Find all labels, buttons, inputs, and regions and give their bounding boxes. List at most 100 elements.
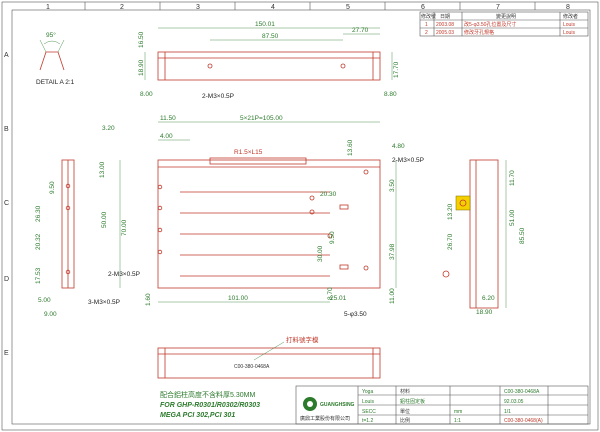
checker: Louis [362, 399, 374, 405]
front-dim-edge: 3.20 [102, 125, 115, 132]
thickness: t=1.2 [362, 418, 373, 424]
rev-header-date: 日期 [440, 14, 450, 20]
detail-label: DETAIL A 2:1 [36, 79, 75, 86]
front-dim-right-mid: 20.30 [320, 191, 337, 198]
top-hole-callout: 2-M3×0.5P [202, 93, 234, 100]
front-dim-left-9: 9.00 [44, 311, 57, 318]
front-dim-right-small: 3.50 [389, 179, 396, 192]
top-dim-height: 18.90 [138, 59, 145, 76]
front-dim-left-8: 5.00 [38, 297, 51, 304]
rev-header-by: 修改者 [563, 13, 578, 20]
approver: SECC [362, 409, 376, 415]
grid-col-4: 4 [271, 4, 275, 11]
rev-row-2-date: 2005.03 [436, 30, 454, 36]
rev-row-2-no: 2 [425, 30, 428, 36]
side-dim-5: 13.20 [447, 203, 454, 220]
front-dim-left-4: 20.32 [35, 233, 42, 250]
unit-label: 單位 [400, 408, 410, 415]
front-view: 11.50 5×21P=105.00 4.00 3.20 4.80 13.60 … [35, 115, 424, 318]
top-dim-overall: 150.01 [255, 21, 275, 28]
rev-header-desc: 變更說明 [496, 13, 516, 20]
rev-row-1-desc: 改5-φ3.50孔位置及尺寸 [464, 21, 516, 28]
scale-value: 1:1 [454, 418, 461, 424]
part-no: C00-380-0468A [504, 389, 540, 395]
unit-value: mm [454, 409, 462, 415]
front-dim-left-5: 17.53 [35, 267, 42, 284]
front-dim-left-3: 26.30 [35, 205, 42, 222]
grid-col-1: 1 [46, 4, 50, 11]
side-dim-1: 11.70 [509, 170, 516, 186]
company-logo-icon [303, 397, 317, 411]
grid-columns: 1 2 3 4 5 6 7 8 [46, 2, 570, 11]
front-dim-inner-2: 30.00 [317, 245, 324, 262]
grid-col-2: 2 [120, 4, 124, 11]
bottom-part-mark: C00-380-0468A [234, 364, 270, 370]
note-line-2: FOR GHP-R0301/R0302/R0303 [160, 402, 260, 409]
grid-row-a: A [4, 52, 9, 59]
front-slot [209, 157, 307, 165]
note-line-1: 配合鋁柱高度不含料厚5.30MM [160, 390, 255, 399]
top-hole-left [207, 63, 213, 69]
front-dim-inner-3: 37.98 [389, 243, 396, 260]
top-view: 150.01 87.50 27.70 18.90 17.70 16.50 8.0… [138, 21, 400, 100]
left-side-view [61, 159, 75, 289]
front-hole-callout-bottom: 5-φ3.50 [344, 311, 367, 318]
side-dim-3: 51.00 [509, 209, 516, 226]
front-dim-bottom-1: 101.00 [228, 295, 248, 302]
side-dim-6: 6.20 [482, 295, 495, 302]
logo-text: GUANGHSING [320, 402, 355, 408]
front-dim-small: 4.00 [160, 133, 173, 140]
rev-row-2-by: Louis [563, 30, 575, 36]
company-name: 廣鼎工業股份有限公司 [300, 415, 350, 422]
rev-row-1-no: 1 [425, 22, 428, 28]
front-dim-left-7: 70.00 [121, 219, 128, 236]
bottom-view: 打料號字模 C00-380-0468A [157, 335, 381, 379]
front-dim-right-edge: 4.80 [392, 143, 405, 150]
part-name: 鋁柱固定板 [400, 398, 425, 405]
front-dim-bottom-5: 8.70 [327, 287, 334, 300]
front-dim-inner-1: 9.50 [329, 231, 336, 244]
front-dim-start: 11.50 [160, 115, 176, 122]
grid-col-8: 8 [566, 4, 570, 11]
inner-border [11, 9, 591, 425]
revision-table: 修改號 日期 變更說明 修改者 1 2003.08 改5-φ3.50孔位置及尺寸… [419, 11, 589, 37]
grid-row-b: B [4, 126, 9, 133]
designer: Yoga [362, 389, 373, 395]
right-side-view: 11.70 85.50 51.00 26.70 13.20 6.20 18.90 [442, 159, 526, 316]
rev-row-2-desc: 修改牙孔規格 [464, 29, 494, 36]
front-dim-bottom-2: 25.01 [330, 295, 347, 302]
detail-angle: 95° [46, 31, 56, 39]
rev-row-1-date: 2003.08 [436, 22, 454, 28]
front-hole-callout-right: 2-M3×0.5P [392, 157, 424, 164]
front-dim-pitch: 5×21P=105.00 [240, 115, 283, 122]
front-dim-left-6: 50.00 [101, 211, 108, 228]
rev-header-no: 修改號 [421, 13, 436, 20]
grid-row-c: C [4, 200, 9, 207]
front-dim-bottom-3: 1.60 [145, 293, 152, 306]
front-hole-callout-left-lower: 3-M3×0.5P [88, 299, 120, 306]
title-block: GUANGHSING 廣鼎工業股份有限公司 Yoga Louis SECC t=… [295, 385, 589, 425]
rev-row-1-by: Louis [563, 22, 575, 28]
bottom-label-callout: 打料號字模 [286, 335, 319, 344]
notes: 配合鋁柱高度不含料厚5.30MM FOR GHP-R0301/R0302/R03… [160, 390, 260, 419]
grid-col-5: 5 [346, 4, 350, 11]
drawing-no: C00-380-0468(A) [504, 418, 543, 424]
front-dim-left-1: 13.00 [99, 161, 106, 178]
grid-col-3: 3 [196, 4, 200, 11]
grid-row-e: E [4, 350, 9, 357]
side-dim-2: 85.50 [519, 227, 526, 244]
front-slot-callout: R1.5×L15 [234, 149, 263, 156]
top-dim-right-offset: 8.80 [384, 91, 397, 98]
grid-col-6: 6 [421, 4, 425, 11]
front-dim-bottom-4: 11.00 [389, 288, 396, 304]
top-dim-top: 16.50 [138, 31, 145, 48]
sheet-no: 1/1 [504, 409, 511, 415]
grid-row-d: D [4, 276, 9, 283]
front-dim-right-top: 13.60 [347, 139, 354, 156]
top-dim-holes: 87.50 [262, 33, 279, 40]
material-label: 材料 [400, 388, 410, 395]
side-dim-7: 18.90 [476, 309, 493, 316]
top-dim-left-offset: 8.00 [140, 91, 153, 98]
